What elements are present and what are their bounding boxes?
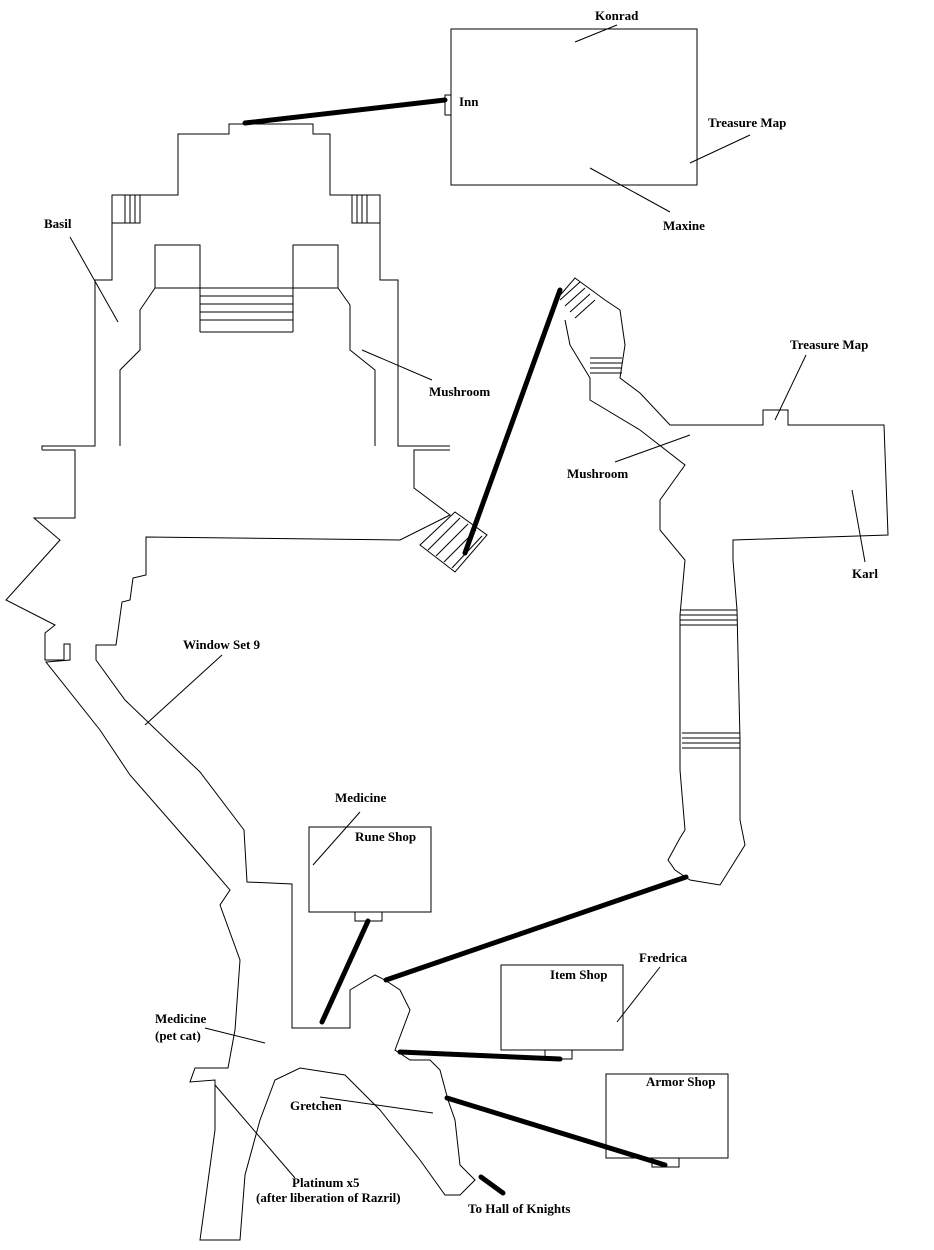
- inner-wall-left: [119, 287, 156, 446]
- central-stairs: [199, 287, 294, 333]
- label-window-set: Window Set 9: [183, 637, 261, 652]
- label-hall-of-knights[interactable]: To Hall of Knights: [468, 1201, 571, 1216]
- label-gretchen: Gretchen: [290, 1098, 342, 1113]
- hatched-stairs-upper: [559, 281, 596, 319]
- label-armor-shop: Armor Shop: [646, 1074, 716, 1089]
- inn-building: [450, 28, 698, 186]
- label-medicine-pet-cat-note: (pet cat): [155, 1028, 201, 1043]
- small-stairs-left: [111, 194, 141, 224]
- small-stairs-right: [351, 194, 381, 224]
- castle-outline-left: [5, 449, 476, 1241]
- label-medicine: Medicine: [335, 790, 387, 805]
- east-path-outline: [555, 277, 889, 886]
- label-platinum-note: (after liberation of Razril): [256, 1190, 401, 1205]
- label-karl: Karl: [852, 566, 878, 581]
- inner-block-right: [292, 244, 339, 289]
- stairs-east-2: [680, 609, 737, 626]
- label-konrad: Konrad: [595, 8, 639, 23]
- label-platinum: Platinum x5: [292, 1175, 360, 1190]
- label-mushroom: Mushroom: [429, 384, 491, 399]
- label-mushroom: Mushroom: [567, 466, 629, 481]
- label-leaders: [69, 24, 866, 1179]
- label-maxine: Maxine: [663, 218, 705, 233]
- stairs-east-1: [590, 357, 622, 374]
- label-basil: Basil: [44, 216, 72, 231]
- label-rune-shop: Rune Shop: [355, 829, 417, 844]
- label-treasure-map: Treasure Map: [708, 115, 787, 130]
- hatched-stairs-lower: [419, 511, 488, 573]
- inner-block-left: [154, 244, 201, 289]
- connection-paths: [242, 97, 689, 1196]
- stairs-east-3: [682, 732, 740, 749]
- castle-outline: [95, 449, 451, 1029]
- label-medicine-pet-cat: Medicine: [155, 1011, 207, 1026]
- label-inn: Inn: [459, 94, 479, 109]
- label-item-shop: Item Shop: [550, 967, 608, 982]
- inner-wall-right: [337, 287, 376, 446]
- inn-door: [444, 94, 452, 116]
- castle-outline-top: [41, 123, 450, 450]
- label-treasure-map: Treasure Map: [790, 337, 869, 352]
- label-fredrica: Fredrica: [639, 950, 688, 965]
